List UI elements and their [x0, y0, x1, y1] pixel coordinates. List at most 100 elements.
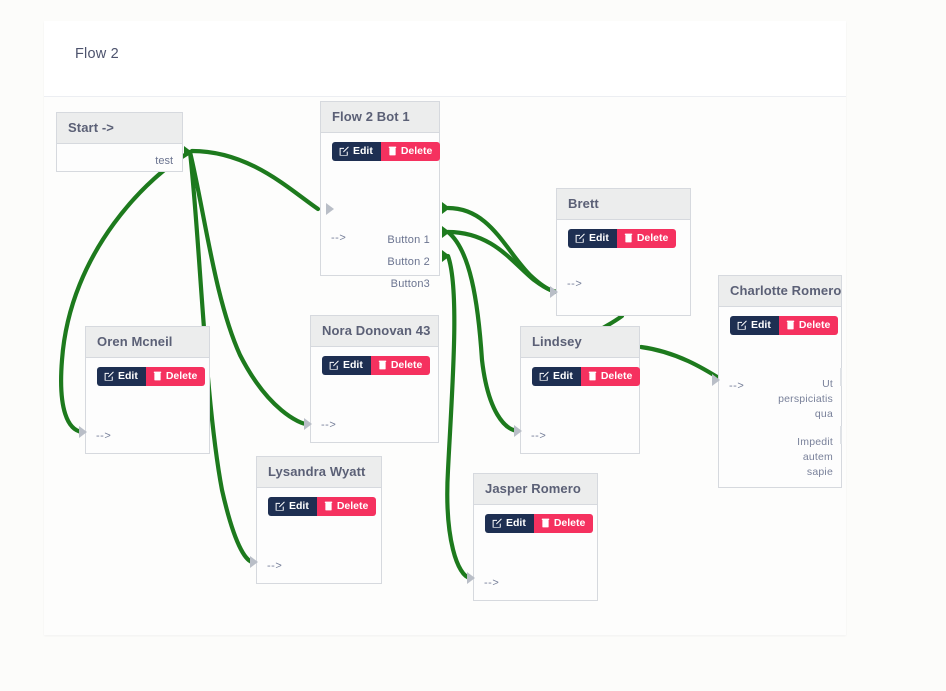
node-action-buttons: Edit Delete: [322, 356, 431, 375]
node-title: Flow 2 Bot 1: [321, 102, 439, 133]
node-body: Edit Delete -->: [257, 488, 381, 582]
node-brett[interactable]: Brett Edit Delete -->: [556, 188, 691, 316]
edit-button-label: Edit: [751, 319, 771, 331]
delete-button[interactable]: Delete: [778, 316, 839, 335]
output-handle-charlotte-2[interactable]: [840, 426, 842, 444]
delete-button-label: Delete: [553, 517, 586, 529]
node-start[interactable]: Start -> test: [56, 112, 183, 172]
node-action-buttons: Edit Delete: [485, 514, 594, 533]
port-marker-flow2bot1-in[interactable]: [326, 203, 334, 215]
input-port-label[interactable]: -->: [729, 380, 745, 392]
node-action-buttons: Edit Delete: [730, 316, 839, 335]
pencil-square-icon: [539, 371, 549, 381]
edit-button[interactable]: Edit: [268, 497, 317, 516]
delete-button[interactable]: Delete: [370, 356, 431, 375]
port-marker-nora-in[interactable]: [304, 418, 312, 430]
node-title: Lindsey: [521, 327, 639, 358]
node-body: test: [57, 144, 182, 170]
pencil-square-icon: [492, 518, 502, 528]
port-marker-button-3[interactable]: [442, 250, 450, 262]
node-lindsey[interactable]: Lindsey Edit Delete -->: [520, 326, 641, 454]
text-line: qua: [814, 408, 833, 420]
output-port-label[interactable]: test: [155, 155, 173, 167]
delete-button[interactable]: Delete: [580, 367, 641, 386]
input-port-label[interactable]: -->: [321, 419, 337, 431]
node-oren-mcneil[interactable]: Oren Mcneil Edit Delete -->: [85, 326, 210, 454]
node-nora-donovan-43[interactable]: Nora Donovan 43 Edit Delete -->: [310, 315, 439, 443]
node-title: Charlotte Romero: [719, 276, 841, 307]
pencil-square-icon: [737, 320, 747, 330]
node-flow-2-bot-1[interactable]: Flow 2 Bot 1 Edit Delete --> Butto: [320, 101, 441, 290]
output-port-button-3[interactable]: Button3: [390, 278, 430, 290]
port-marker-button-1[interactable]: [442, 202, 450, 214]
trash-icon: [624, 233, 633, 243]
node-title: Jasper Romero: [474, 474, 597, 505]
edit-button-label: Edit: [353, 145, 373, 157]
delete-button-label: Delete: [400, 145, 433, 157]
delete-button-label: Delete: [600, 370, 633, 382]
edit-button[interactable]: Edit: [97, 367, 146, 386]
edit-button[interactable]: Edit: [730, 316, 779, 335]
edit-button-label: Edit: [118, 370, 138, 382]
pencil-square-icon: [329, 360, 339, 370]
node-action-buttons: Edit Delete: [568, 229, 677, 248]
node-title: Oren Mcneil: [86, 327, 209, 358]
trash-icon: [588, 371, 597, 381]
delete-button-label: Delete: [390, 359, 423, 371]
node-jasper-romero[interactable]: Jasper Romero Edit Delete -->: [473, 473, 598, 601]
node-title: Brett: [557, 189, 690, 220]
edit-button-label: Edit: [589, 232, 609, 244]
pencil-square-icon: [275, 501, 285, 511]
node-charlotte-romero[interactable]: Charlotte Romero Edit Delete --> U: [718, 275, 842, 488]
text-line: autem: [802, 451, 833, 463]
delete-button[interactable]: Delete: [145, 367, 206, 386]
node-body: Edit Delete -->: [557, 220, 690, 314]
node-action-buttons: Edit Delete: [268, 497, 377, 516]
edit-button[interactable]: Edit: [485, 514, 534, 533]
port-marker-lindsey-in[interactable]: [514, 425, 522, 437]
output-text-block-2[interactable]: Impedit autem sapie: [797, 435, 833, 480]
input-port-label[interactable]: -->: [331, 232, 347, 244]
edit-button[interactable]: Edit: [532, 367, 581, 386]
delete-button[interactable]: Delete: [616, 229, 677, 248]
node-action-buttons: Edit Delete: [532, 367, 641, 386]
panel-header: Flow 2: [44, 21, 846, 97]
trash-icon: [388, 146, 397, 156]
input-port-label[interactable]: -->: [567, 278, 583, 290]
node-action-buttons: Edit Delete: [332, 142, 441, 161]
output-handle-charlotte-1[interactable]: [840, 368, 842, 386]
output-port-button-1[interactable]: Button 1: [387, 234, 430, 246]
node-body: Edit Delete -->: [86, 358, 209, 452]
input-port-label[interactable]: -->: [267, 560, 283, 572]
output-text-block-1[interactable]: Ut perspiciatis qua: [778, 377, 833, 422]
port-marker-brett-in[interactable]: [550, 286, 558, 298]
output-port-button-2[interactable]: Button 2: [387, 256, 430, 268]
port-marker-jasper-in[interactable]: [467, 572, 475, 584]
trash-icon: [324, 501, 333, 511]
port-marker-lysandra-in[interactable]: [250, 556, 258, 568]
node-title: Lysandra Wyatt: [257, 457, 381, 488]
trash-icon: [378, 360, 387, 370]
port-marker-button-2[interactable]: [442, 226, 450, 238]
trash-icon: [541, 518, 550, 528]
node-body: Edit Delete --> Ut perspiciatis qua Impe…: [719, 307, 841, 486]
node-lysandra-wyatt[interactable]: Lysandra Wyatt Edit Delete -->: [256, 456, 382, 584]
edit-button[interactable]: Edit: [568, 229, 617, 248]
trash-icon: [153, 371, 162, 381]
edit-button[interactable]: Edit: [322, 356, 371, 375]
port-marker-oren-in[interactable]: [79, 426, 87, 438]
output-ports: Button 1 Button 2 Button3: [387, 229, 430, 295]
pencil-square-icon: [104, 371, 114, 381]
delete-button[interactable]: Delete: [533, 514, 594, 533]
input-port-label[interactable]: -->: [531, 430, 547, 442]
port-marker-start-out[interactable]: [184, 146, 192, 158]
edit-button-label: Edit: [343, 359, 363, 371]
input-port-label[interactable]: -->: [484, 577, 500, 589]
delete-button[interactable]: Delete: [316, 497, 377, 516]
text-line: Impedit: [797, 436, 833, 448]
edit-button[interactable]: Edit: [332, 142, 381, 161]
input-port-label[interactable]: -->: [96, 430, 112, 442]
delete-button[interactable]: Delete: [380, 142, 441, 161]
port-marker-charlotte-in[interactable]: [712, 374, 720, 386]
